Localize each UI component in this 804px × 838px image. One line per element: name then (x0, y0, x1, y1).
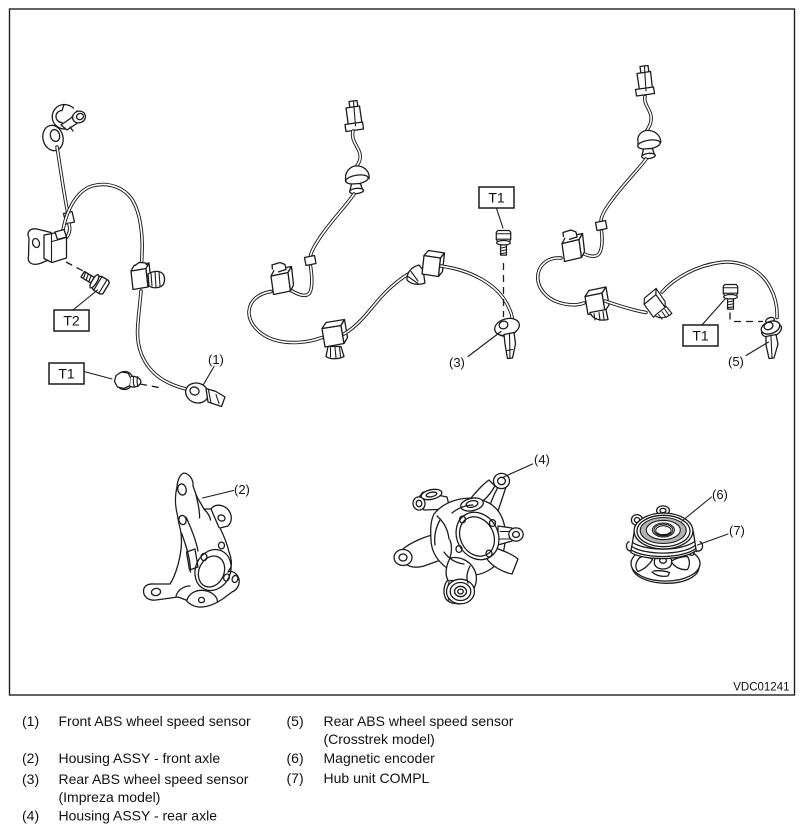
svg-text:(6): (6) (712, 487, 728, 502)
svg-text:(5): (5) (728, 354, 744, 369)
svg-text:(Impreza model): (Impreza model) (59, 789, 161, 805)
svg-text:(2): (2) (22, 750, 39, 766)
svg-text:Front ABS wheel speed sensor: Front ABS wheel speed sensor (59, 713, 252, 729)
svg-text:Housing ASSY - rear axle: Housing ASSY - rear axle (59, 808, 218, 824)
svg-text:(6): (6) (287, 750, 304, 766)
svg-text:Rear ABS wheel speed sensor: Rear ABS wheel speed sensor (59, 771, 249, 787)
svg-text:(3): (3) (22, 771, 39, 787)
svg-text:(4): (4) (22, 808, 39, 824)
svg-text:(3): (3) (449, 355, 465, 370)
svg-text:(4): (4) (534, 452, 550, 467)
svg-text:(2): (2) (234, 482, 250, 497)
svg-text:Rear ABS wheel speed sensor: Rear ABS wheel speed sensor (324, 713, 514, 729)
svg-text:Hub unit COMPL: Hub unit COMPL (324, 770, 430, 786)
svg-text:(5): (5) (287, 713, 304, 729)
svg-text:T1: T1 (488, 190, 505, 206)
svg-text:T2: T2 (63, 313, 80, 329)
svg-text:T1: T1 (58, 366, 75, 382)
svg-text:T1: T1 (692, 328, 709, 344)
svg-text:(Crosstrek model): (Crosstrek model) (324, 731, 435, 747)
svg-text:(7): (7) (287, 770, 304, 786)
svg-text:Magnetic encoder: Magnetic encoder (324, 750, 436, 766)
svg-text:Housing ASSY - front axle: Housing ASSY - front axle (59, 750, 221, 766)
svg-text:(7): (7) (729, 523, 745, 538)
svg-text:VDC01241: VDC01241 (733, 682, 789, 694)
svg-text:(1): (1) (208, 352, 224, 367)
svg-text:(1): (1) (22, 713, 39, 729)
